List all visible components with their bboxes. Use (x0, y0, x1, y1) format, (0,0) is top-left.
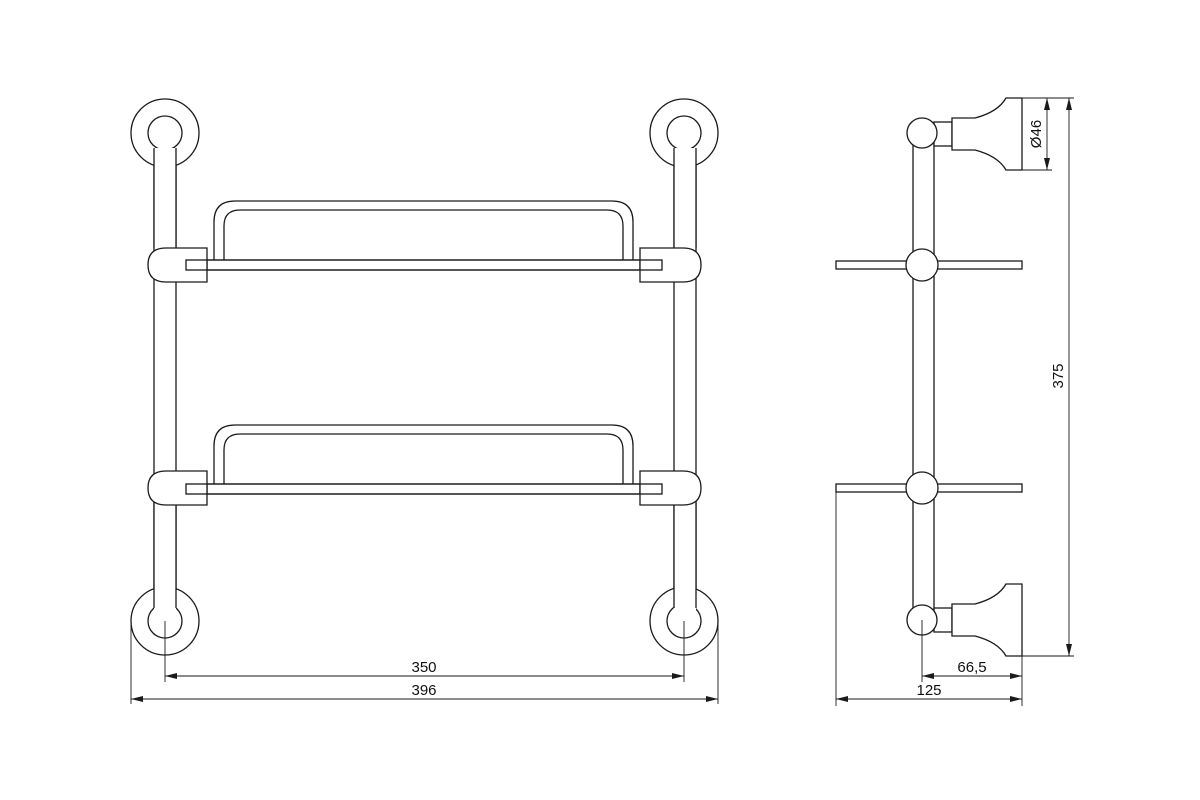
upper-shelf (147, 200, 702, 283)
side-tube (912, 129, 935, 621)
dimension-396 (130, 621, 719, 704)
dimension-350 (164, 621, 685, 682)
side-joint-lower (905, 471, 939, 505)
upper-wall-mount (906, 97, 1023, 171)
top-left-rosette (130, 98, 200, 168)
dimension-125-label: 125 (916, 682, 941, 699)
dimension-125 (835, 492, 1022, 706)
side-view: Ø46 375 66,5 125 (835, 97, 1074, 706)
dimension-350-label: 350 (411, 659, 436, 676)
lower-wall-mount (906, 583, 1023, 657)
front-view: 350 396 (130, 98, 719, 704)
dimension-375-label: 375 (1050, 363, 1067, 388)
dimension-66-5-label: 66,5 (957, 659, 986, 676)
dimension-375 (1022, 97, 1074, 657)
lower-shelf (147, 424, 702, 506)
dimension-396-label: 396 (411, 682, 436, 699)
dimension-diameter-label: Ø46 (1028, 120, 1045, 148)
dimension-66-5 (921, 620, 1023, 706)
side-joint-upper (905, 248, 939, 282)
top-right-rosette (649, 98, 719, 168)
